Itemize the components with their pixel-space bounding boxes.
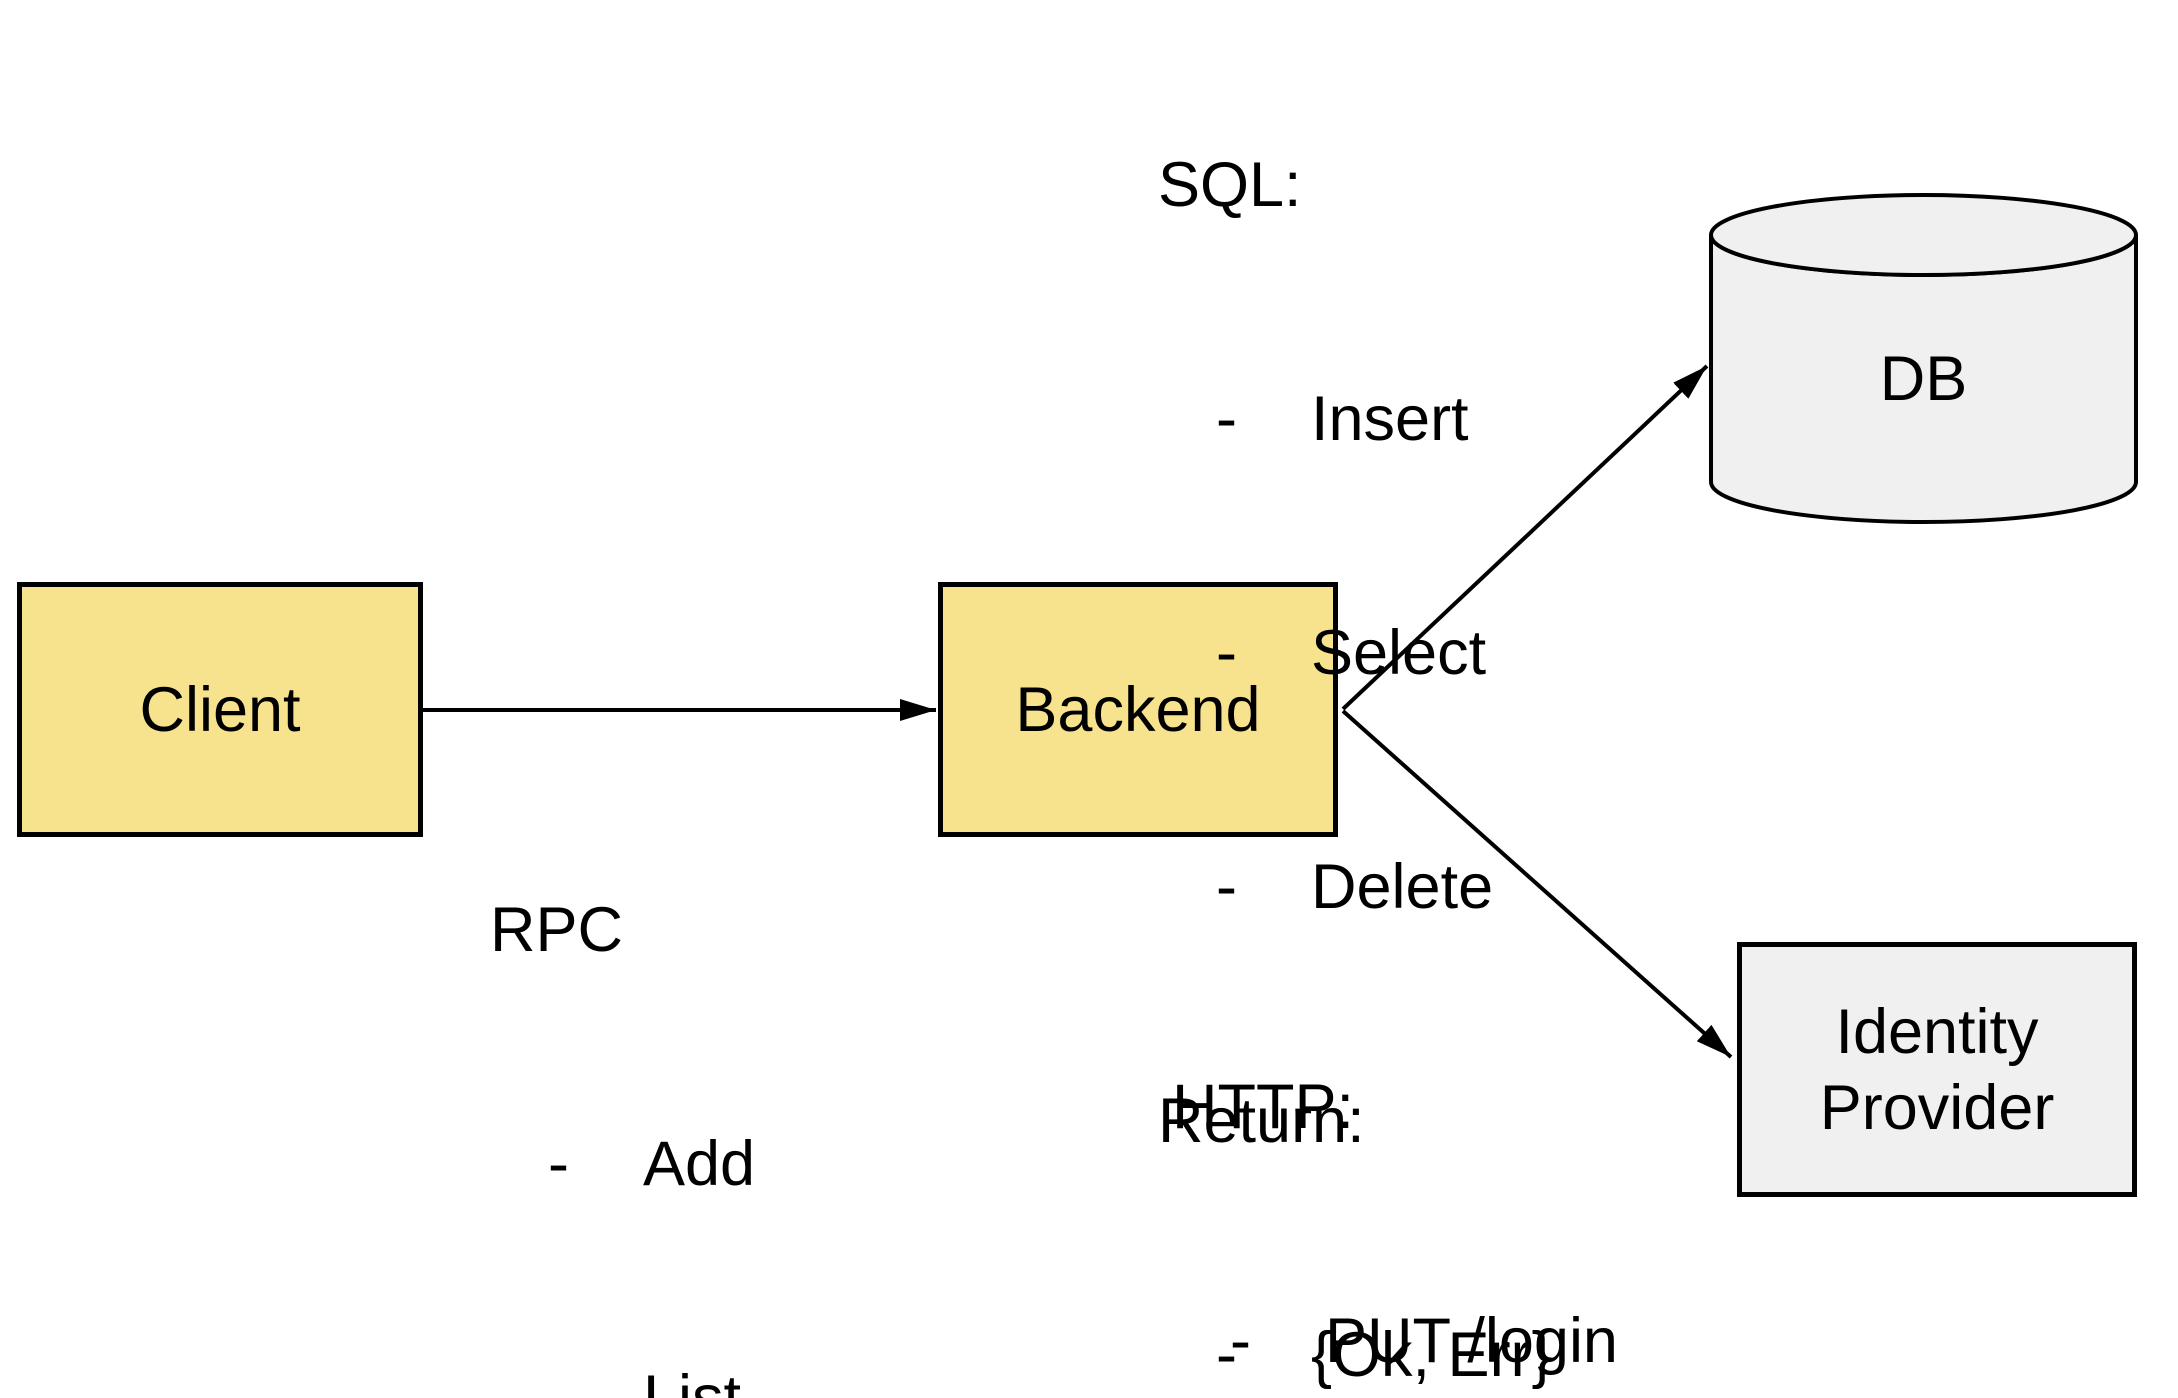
identity-provider-node: Identity Provider [1737, 942, 2137, 1197]
rpc-heading: RPC [490, 895, 624, 965]
bullet-dash: - [1216, 1320, 1237, 1390]
rpc-item: - List [490, 1359, 882, 1398]
rpc-item: - Add [490, 1125, 882, 1203]
db-node-label: DB [1879, 343, 1968, 414]
sql-item: - Delete [1158, 848, 1553, 926]
http-item: - PUT /login [1172, 1302, 1822, 1380]
sql-item-label: Insert [1311, 384, 1469, 454]
backend-to-idp-arrow [1341, 709, 1733, 1059]
rpc-annotation: RPC -Add -List -Delete Return codes: -0:… [490, 735, 882, 1398]
sql-heading: SQL: [1158, 150, 1302, 220]
bullet-dash: - [1216, 384, 1237, 454]
sql-annotation: SQL: -Insert -Select -Delete Return: -{O… [1158, 0, 1553, 1398]
rpc-item-label: List [643, 1363, 742, 1398]
db-cylinder-top [1709, 193, 2138, 277]
bullet-dash: - [548, 1363, 569, 1398]
bullet-dash: - [548, 1129, 569, 1199]
db-cylinder [1709, 193, 2138, 524]
http-annotation: HTTP: -PUT /login Return codes: -200 Ok … [1172, 912, 1822, 1398]
bullet-dash: - [1230, 1306, 1251, 1376]
rpc-item-label: Add [643, 1129, 756, 1199]
sql-item: - Select [1158, 614, 1553, 692]
backend-node-label: Backend [1015, 674, 1261, 745]
backend-node: Backend [938, 582, 1338, 837]
sql-return-item: - {Ok, Err} [1158, 1316, 1553, 1394]
client-node-label: Client [139, 674, 301, 745]
sql-item: - Insert [1158, 380, 1553, 458]
identity-provider-label-line1: Identity [1835, 996, 2039, 1067]
backend-to-db-arrow [1341, 364, 1709, 711]
http-item-label: PUT /login [1325, 1306, 1618, 1376]
http-heading: HTTP: [1172, 1072, 1354, 1142]
client-node: Client [17, 582, 423, 837]
sql-item-label: Select [1311, 618, 1487, 688]
sql-item-label: Delete [1311, 852, 1494, 922]
sql-return-heading: Return: [1158, 1086, 1365, 1156]
identity-provider-label-line2: Provider [1819, 1072, 2055, 1143]
bullet-dash: - [1216, 852, 1237, 922]
bullet-dash: - [1216, 618, 1237, 688]
sql-return-item-label: {Ok, Err} [1311, 1320, 1553, 1390]
